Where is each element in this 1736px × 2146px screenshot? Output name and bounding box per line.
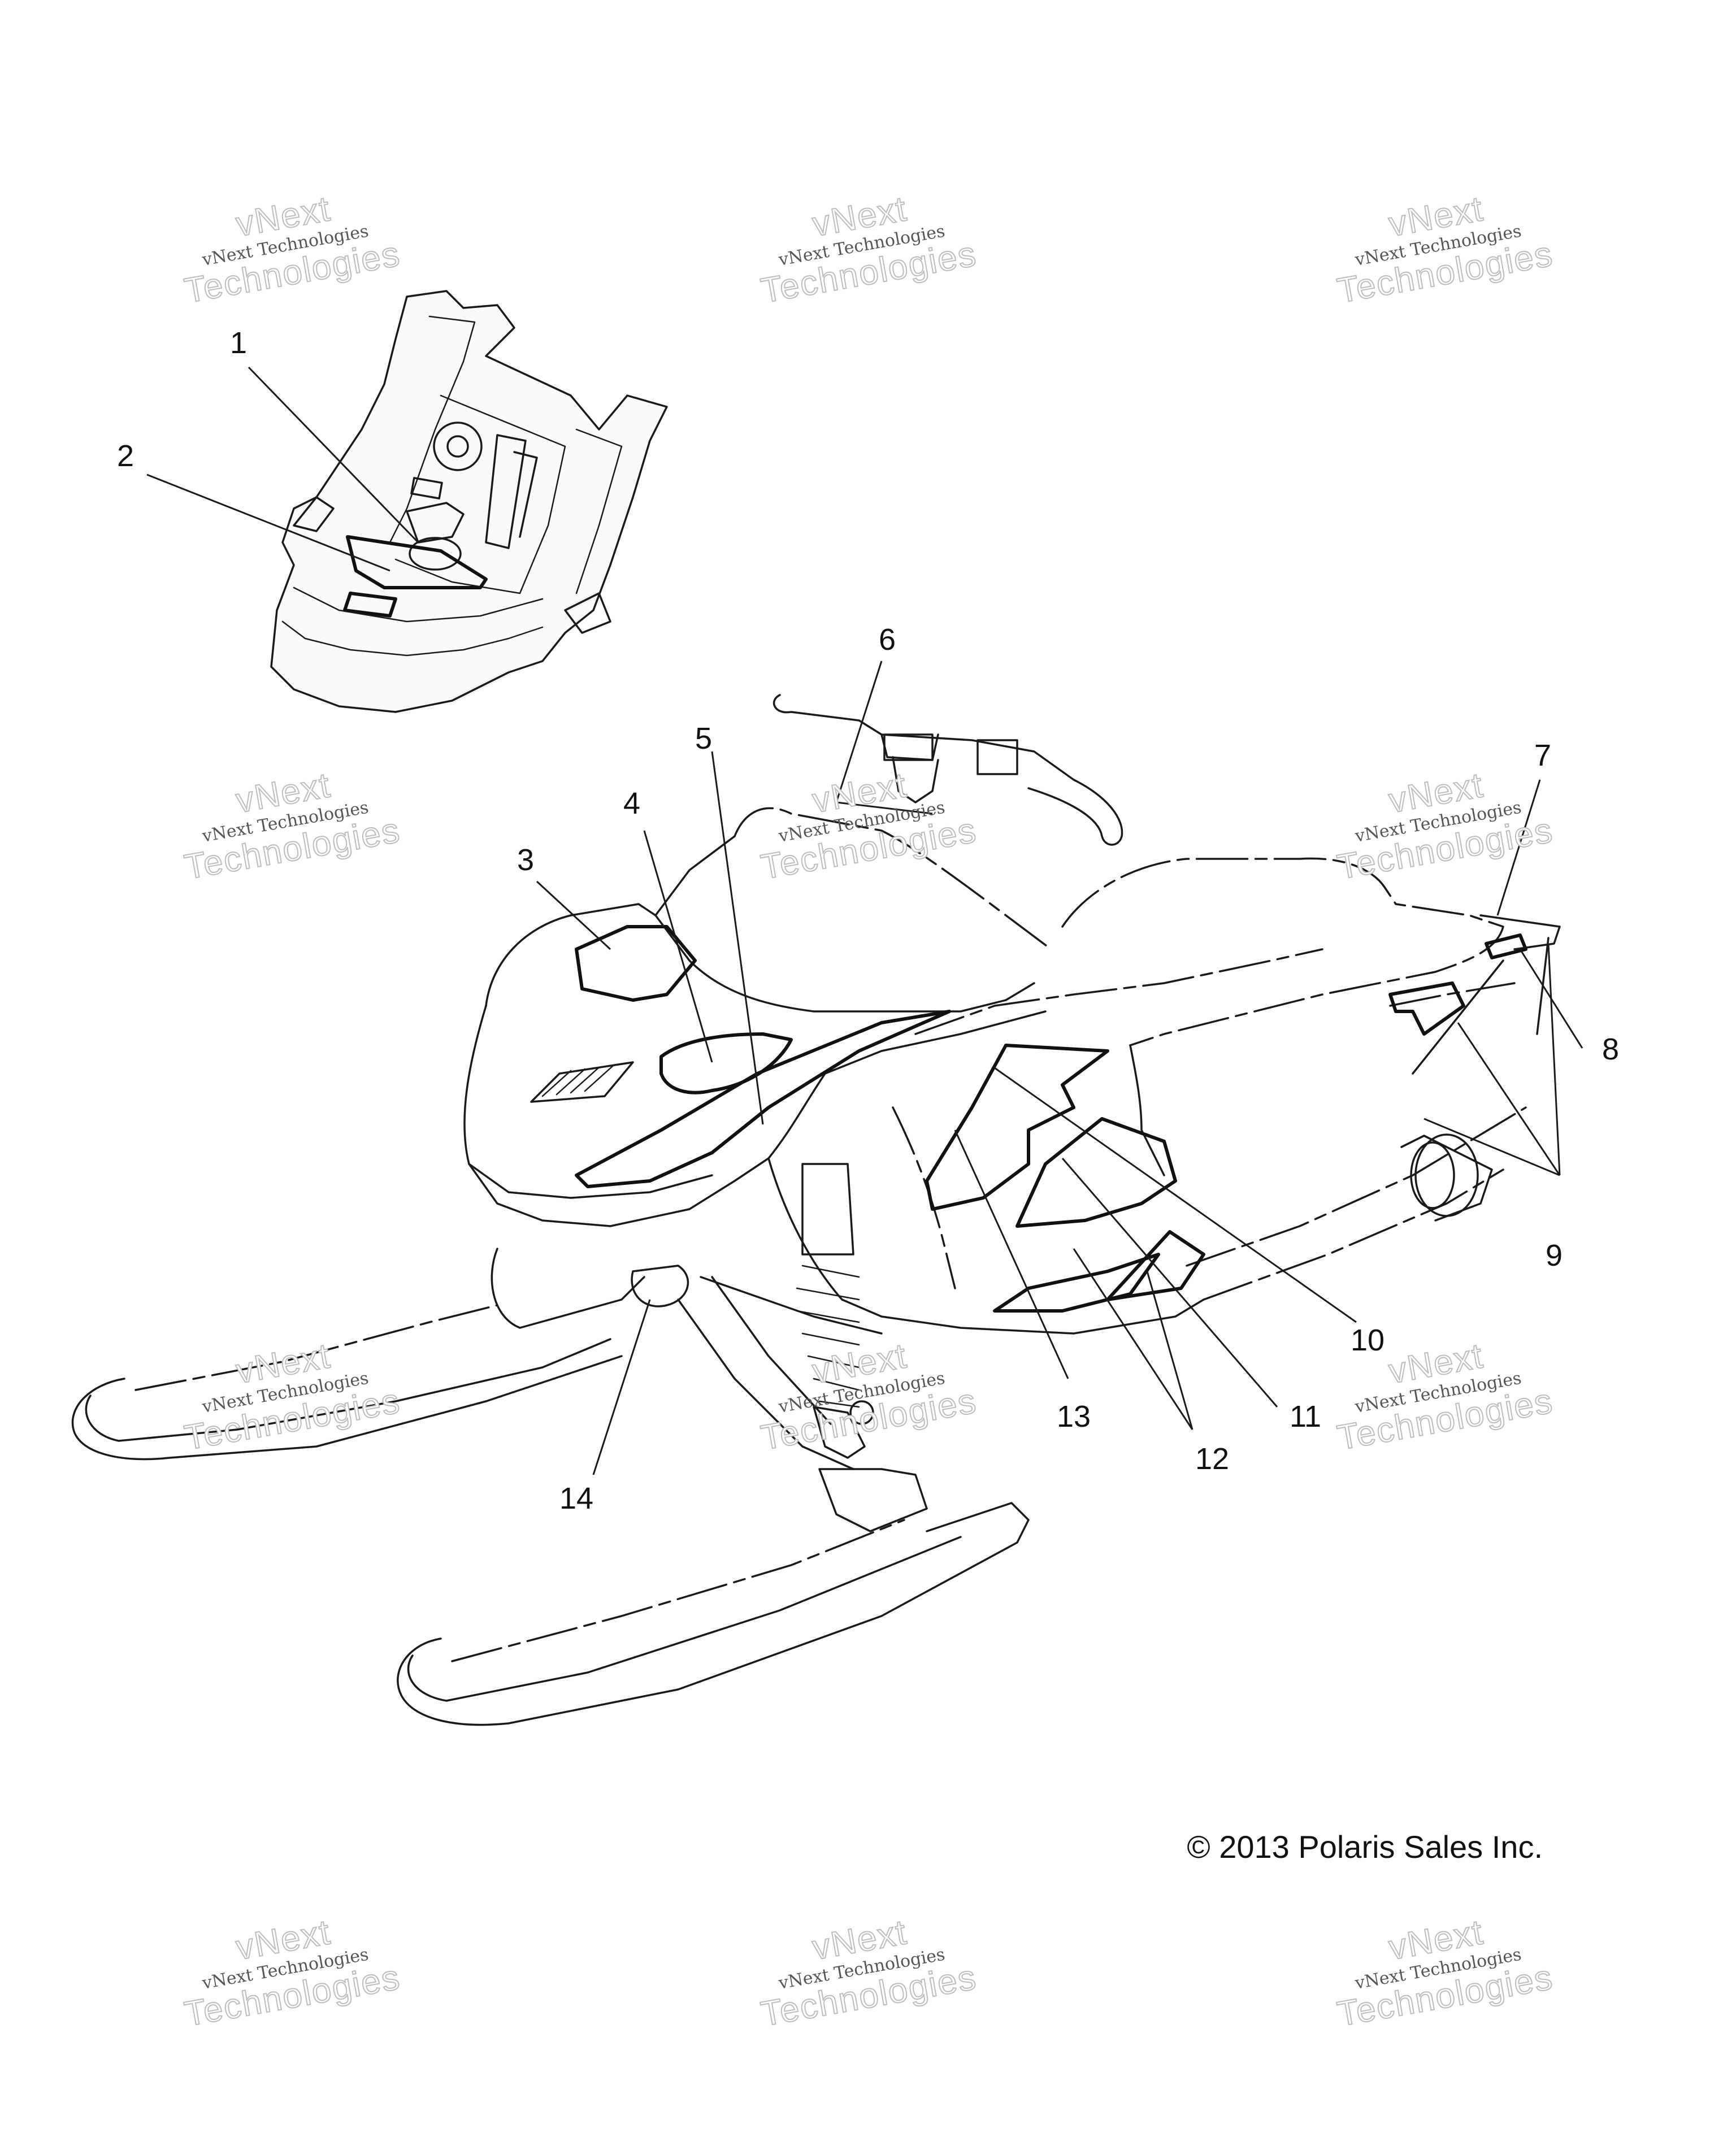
watermark: vNext vNext Technologies Technologies xyxy=(181,189,403,311)
callout-9: 9 xyxy=(1546,1239,1563,1272)
callout-6: 6 xyxy=(879,623,896,657)
callout-3: 3 xyxy=(517,843,534,877)
callout-4: 4 xyxy=(623,787,640,820)
callout-11: 11 xyxy=(1290,1400,1321,1433)
snowmobile-body xyxy=(71,694,1561,1726)
watermark: vNext vNext Technologies Technologies xyxy=(1334,189,1556,311)
watermark: vNext vNext Technologies Technologies xyxy=(757,1336,980,1458)
callout-7: 7 xyxy=(1534,738,1551,772)
callout-13: 13 xyxy=(1057,1400,1091,1433)
watermark: vNext vNext Technologies Technologies xyxy=(181,765,403,888)
callout-8: 8 xyxy=(1602,1032,1619,1066)
copyright-notice: © 2013 Polaris Sales Inc. xyxy=(1187,1829,1543,1865)
callout-10: 10 xyxy=(1351,1323,1385,1357)
inset-hood-panel xyxy=(270,290,668,713)
watermark: vNext vNext Technologies Technologies xyxy=(1334,765,1556,888)
watermark: vNext vNext Technologies Technologies xyxy=(757,189,980,311)
callout-5: 5 xyxy=(695,722,712,755)
watermark: vNext vNext Technologies Technologies xyxy=(181,1336,403,1458)
callout-2: 2 xyxy=(117,439,134,473)
watermark: vNext vNext Technologies Technologies xyxy=(757,1912,980,2035)
callout-labels: 1 2 3 4 5 6 7 8 9 10 11 12 13 14 xyxy=(117,326,1619,1515)
watermark: vNext vNext Technologies Technologies xyxy=(757,765,980,888)
callout-14: 14 xyxy=(559,1482,593,1515)
callout-12: 12 xyxy=(1195,1442,1229,1476)
leader-lines xyxy=(146,366,1583,1475)
watermark: vNext vNext Technologies Technologies xyxy=(181,1912,403,2035)
watermark: vNext vNext Technologies Technologies xyxy=(1334,1912,1556,2035)
callout-1: 1 xyxy=(230,326,247,360)
